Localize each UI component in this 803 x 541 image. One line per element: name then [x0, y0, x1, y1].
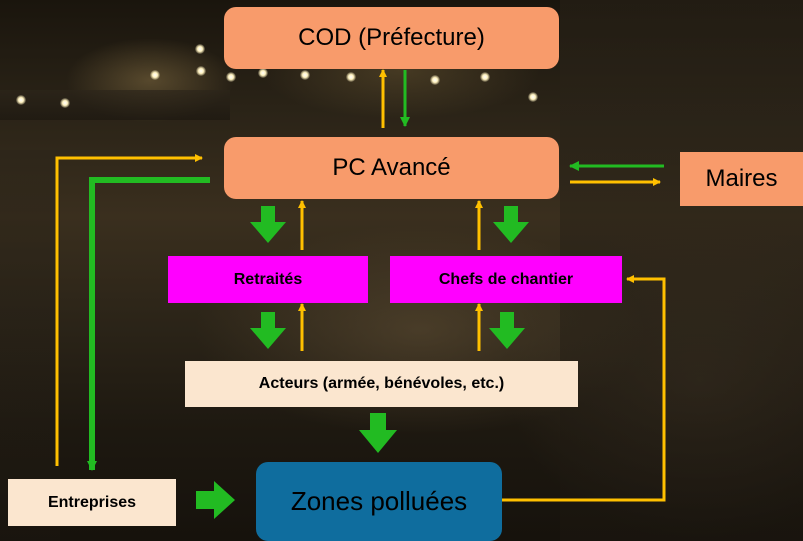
arrow-retraites-to-acteurs — [250, 312, 286, 349]
arrow-acteurs-to-zones — [359, 413, 397, 453]
node-pc-avance: PC Avancé — [224, 137, 559, 199]
node-maires: Maires — [680, 152, 803, 206]
arrow-chefs-to-acteurs — [489, 312, 525, 349]
node-acteurs: Acteurs (armée, bénévoles, etc.) — [185, 361, 578, 407]
node-zones-polluees: Zones polluées — [256, 462, 502, 541]
node-entreprises: Entreprises — [8, 479, 176, 526]
node-retraites: Retraités — [168, 256, 368, 303]
arrow-entreprises-to-zones — [196, 481, 235, 519]
arrow-pc-to-retraites — [250, 206, 286, 243]
arrow-entreprises-to-pc — [55, 154, 203, 466]
node-cod: COD (Préfecture) — [224, 7, 559, 69]
node-chefs-de-chantier: Chefs de chantier — [390, 256, 622, 303]
arrow-pc-to-chefs — [493, 206, 529, 243]
arrow-zones-to-chefs — [500, 275, 666, 502]
arrow-pc-to-entreprises — [87, 177, 210, 471]
